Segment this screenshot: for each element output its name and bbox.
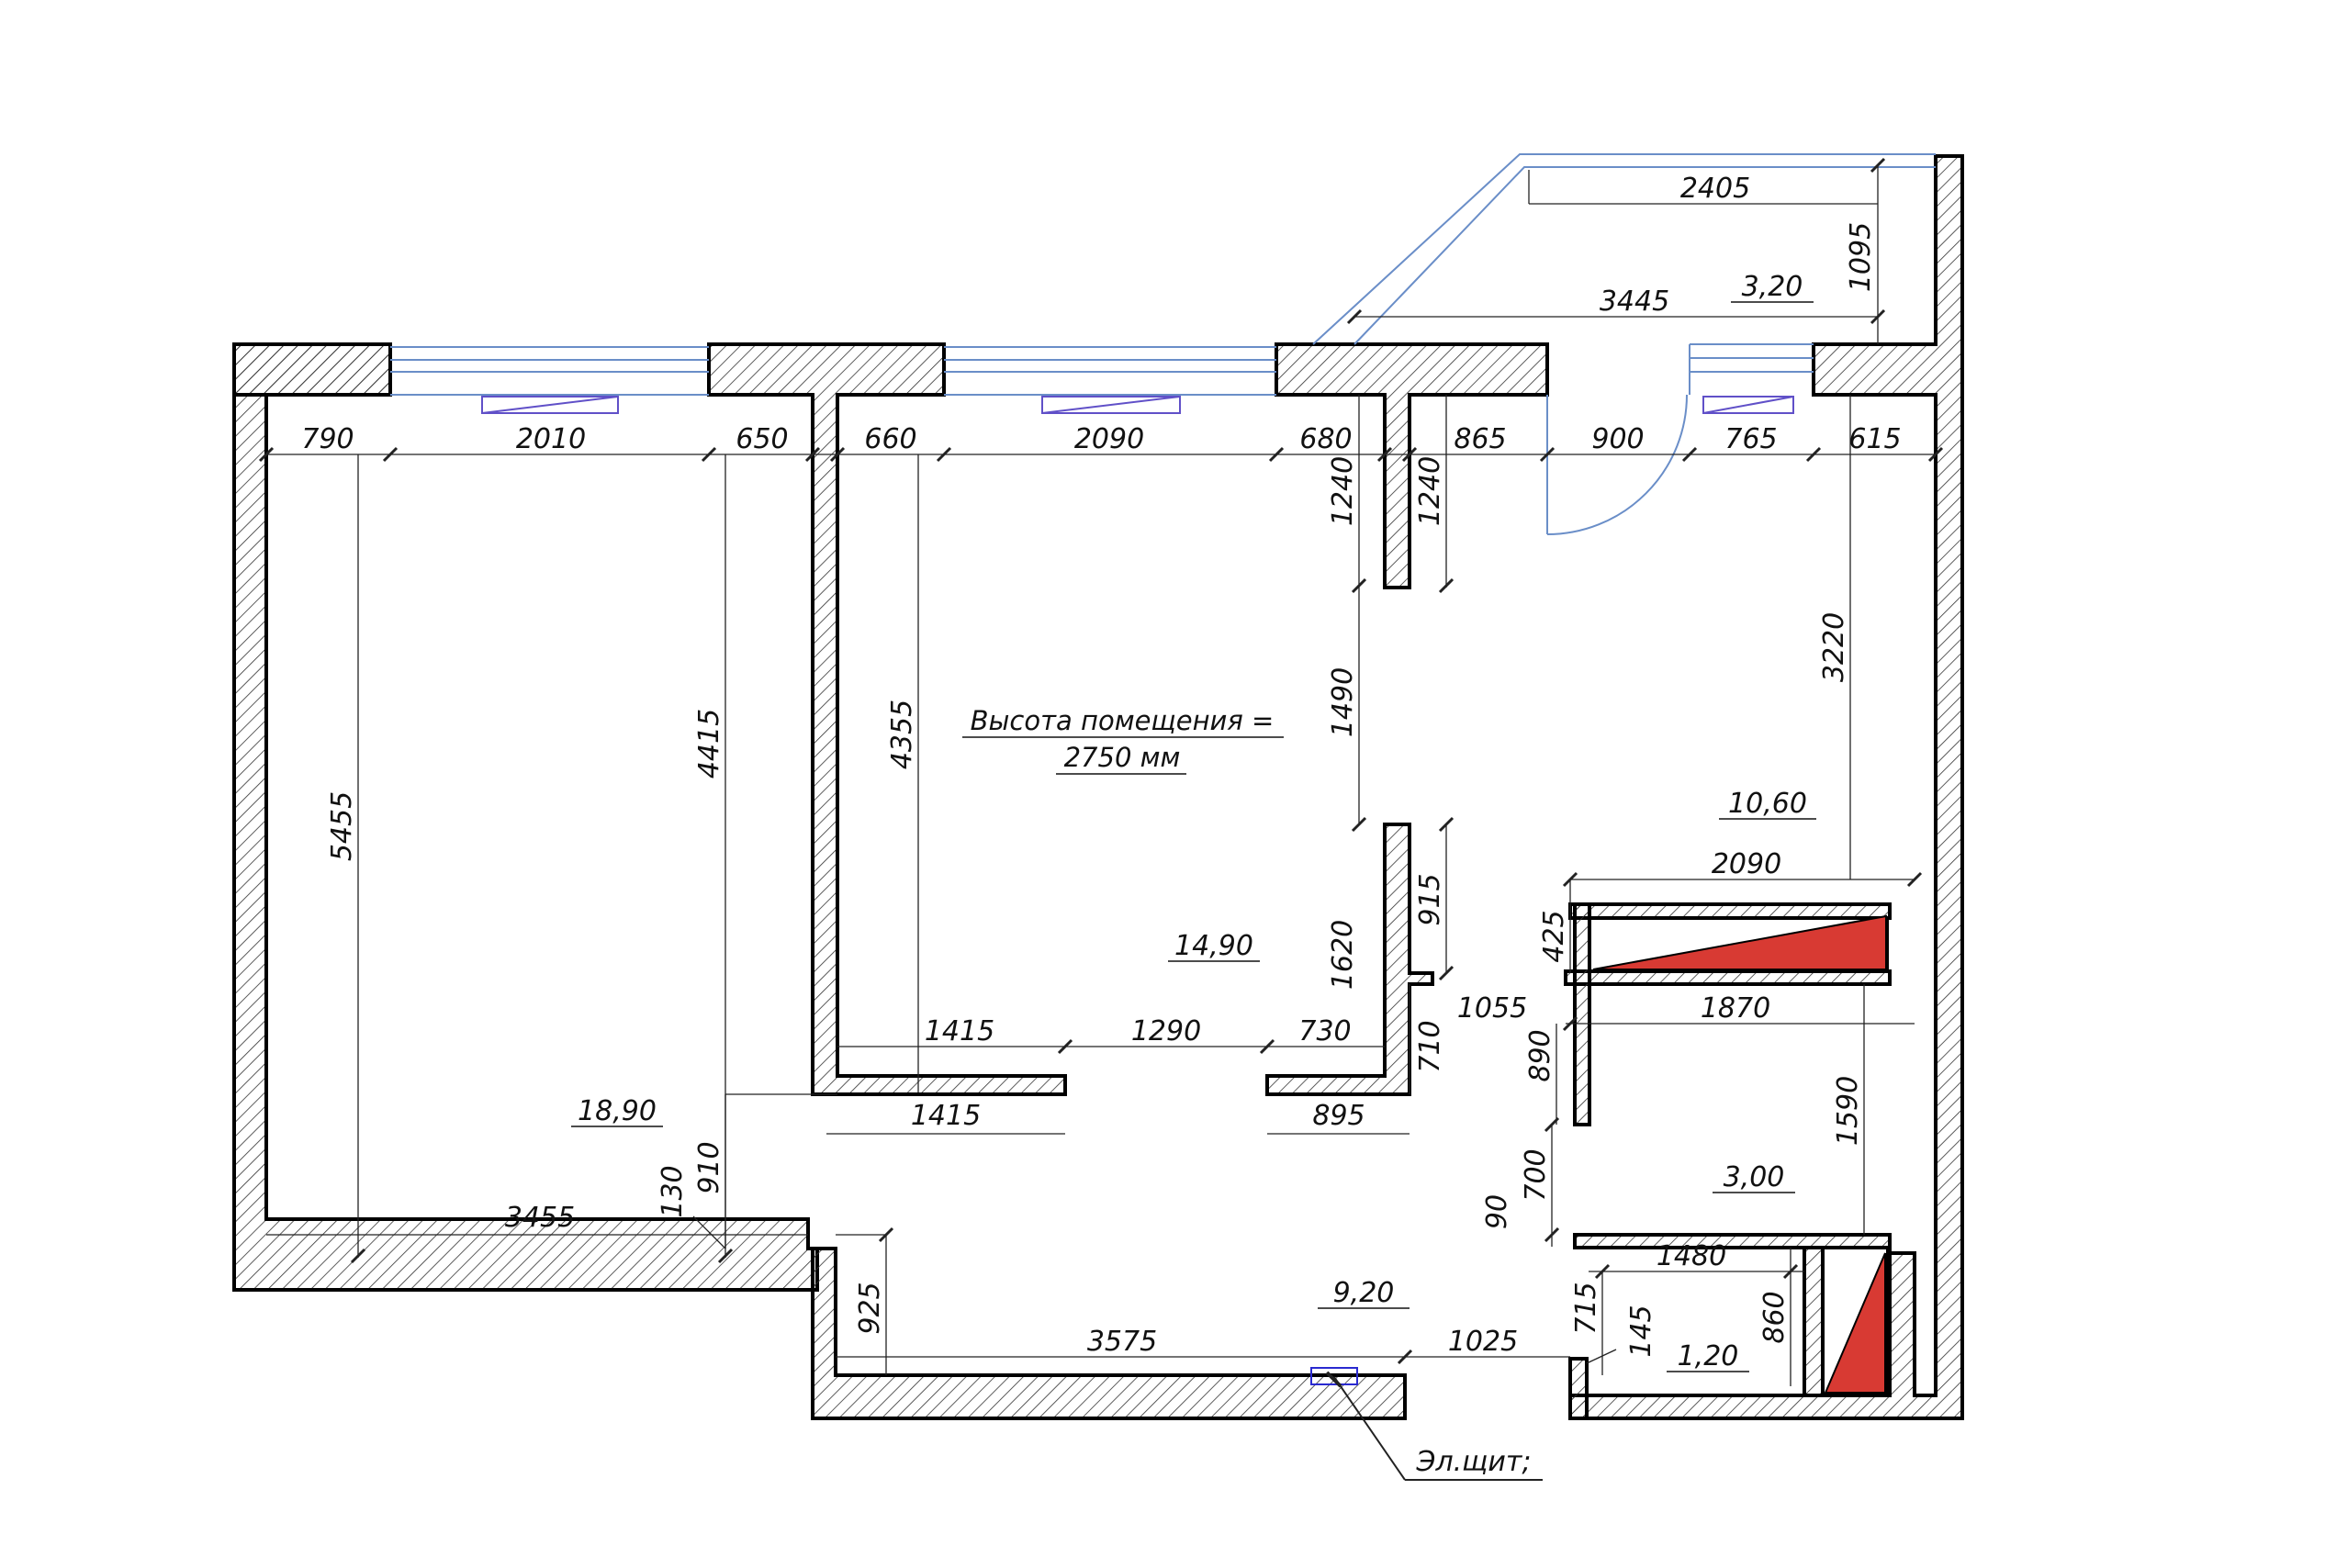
wc-bottom-stub	[1568, 1357, 1589, 1420]
dim-top-765: 765	[1724, 423, 1777, 455]
left-outer-wall	[232, 342, 819, 1292]
dim-k-2090: 2090	[1712, 848, 1781, 880]
top-pier-right	[1275, 342, 1549, 589]
area-balcony: 3,20	[1742, 271, 1803, 303]
area-kitchen: 10,60	[1728, 788, 1807, 820]
shaft-red-fill-1	[1592, 914, 1887, 970]
electrical-panel-leader-tick	[1325, 1371, 1342, 1388]
dim-left-5455: 5455	[326, 791, 358, 861]
dim-b-1590: 1590	[1832, 1076, 1864, 1146]
window-sash-middle	[1041, 396, 1181, 414]
dim-hall-925: 925	[854, 1282, 886, 1334]
electrical-panel-leader	[1333, 1376, 1406, 1481]
dim-bot-1415-a: 1415	[925, 1015, 994, 1047]
area-hall: 9,20	[1333, 1277, 1395, 1309]
dimension-ticks	[258, 157, 1944, 1365]
bath-left-wall	[1573, 902, 1591, 1126]
dim-mid-4355: 4355	[886, 700, 918, 769]
red-fixtures	[1589, 914, 1889, 1396]
dim-balcony-2405: 2405	[1680, 173, 1750, 205]
dim-bot-1415-b: 1415	[911, 1100, 981, 1132]
dim-top-615: 615	[1848, 423, 1901, 455]
dim-balcony-3445: 3445	[1600, 286, 1669, 318]
dim-b-890: 890	[1524, 1029, 1556, 1081]
room-height-note: Высота помещения = 2750 мм	[962, 705, 1284, 775]
electrical-panel-label: Эл.щит;	[1416, 1446, 1532, 1478]
dim-left-910: 910	[693, 1141, 725, 1193]
dim-b-1055: 1055	[1457, 992, 1527, 1025]
dimension-lines	[266, 165, 1936, 1386]
dim-mid-710: 710	[1414, 1020, 1446, 1072]
wc-bath-wall	[1803, 1246, 1825, 1397]
room-areas: 18,90 14,90 10,60 3,20 9,20 3,00 1,20 Эл…	[571, 271, 1816, 1478]
area-room-left: 18,90	[578, 1095, 657, 1127]
dim-w-860: 860	[1758, 1291, 1791, 1343]
room-height-line2: 2750 мм	[1064, 742, 1181, 773]
dim-bot-1290: 1290	[1131, 1015, 1201, 1047]
dim-top-660: 660	[864, 423, 916, 455]
walls	[232, 154, 1964, 1420]
dim-top-865: 865	[1454, 423, 1506, 455]
balcony-glazing	[1312, 153, 1936, 345]
dim-bot-895: 895	[1312, 1100, 1365, 1132]
dim-top-650: 650	[736, 423, 788, 455]
dim-left-3455: 3455	[505, 1202, 575, 1234]
dim-mid-1240-a: 1240	[1327, 456, 1359, 526]
dim-w-145: 145	[1625, 1305, 1657, 1357]
window-sash-kitchen	[1702, 396, 1794, 414]
windows	[390, 153, 1936, 535]
area-wc: 1,20	[1678, 1340, 1739, 1372]
window-sash-left	[481, 396, 619, 414]
dim-mid-915: 915	[1414, 873, 1446, 925]
shaft-red-fill-2	[1824, 1252, 1886, 1394]
kitchen-bath-shaft	[1589, 917, 1889, 972]
electrical-panel-box	[1310, 1367, 1358, 1385]
balcony-door-swing	[1546, 394, 1688, 535]
dim-w-1480: 1480	[1657, 1240, 1726, 1272]
dim-k-425: 425	[1538, 910, 1570, 962]
dim-top-900: 900	[1591, 423, 1644, 455]
wc-shaft	[1822, 1247, 1888, 1396]
dim-right-3220: 3220	[1818, 612, 1850, 682]
dim-left-4415: 4415	[693, 709, 725, 778]
dim-b-90: 90	[1481, 1194, 1513, 1229]
partition-kitchen-bath-top	[1568, 902, 1892, 920]
dim-mid-1620: 1620	[1327, 920, 1359, 990]
dim-mid-1240-b: 1240	[1414, 456, 1446, 526]
window-kitchen	[1689, 343, 1814, 414]
top-pier-left	[232, 342, 392, 397]
window-left	[390, 346, 709, 414]
area-bath: 3,00	[1724, 1161, 1785, 1193]
partition-bath-wc	[1573, 1233, 1892, 1249]
dim-mid-1490: 1490	[1327, 667, 1359, 737]
dim-top-680: 680	[1299, 423, 1352, 455]
partition-kitchen-bath-bottom	[1564, 969, 1892, 986]
dim-b-1870: 1870	[1701, 992, 1770, 1025]
dim-left-130: 130	[657, 1165, 689, 1217]
dim-b-700: 700	[1520, 1148, 1552, 1201]
dim-bot-730: 730	[1298, 1015, 1351, 1047]
dim-top-2010: 2010	[516, 423, 586, 455]
room-height-line1: Высота помещения =	[971, 705, 1275, 736]
right-outer-wall	[1568, 154, 1964, 1420]
dim-balcony-1095: 1095	[1845, 222, 1877, 292]
dimension-texts: 790 2010 650 660 2090 680 865 900 765 61…	[301, 173, 1901, 1358]
dim-top-2090: 2090	[1074, 423, 1144, 455]
dim-hall-1025: 1025	[1448, 1326, 1518, 1358]
dim-top-790: 790	[301, 423, 354, 455]
dim-hall-3575: 3575	[1087, 1326, 1157, 1358]
area-room-middle: 14,90	[1174, 930, 1253, 962]
window-middle	[944, 346, 1276, 414]
dim-w-715: 715	[1570, 1282, 1602, 1334]
partition-left-middle	[707, 342, 1067, 1096]
hall-bottom-wall	[811, 1247, 1407, 1420]
